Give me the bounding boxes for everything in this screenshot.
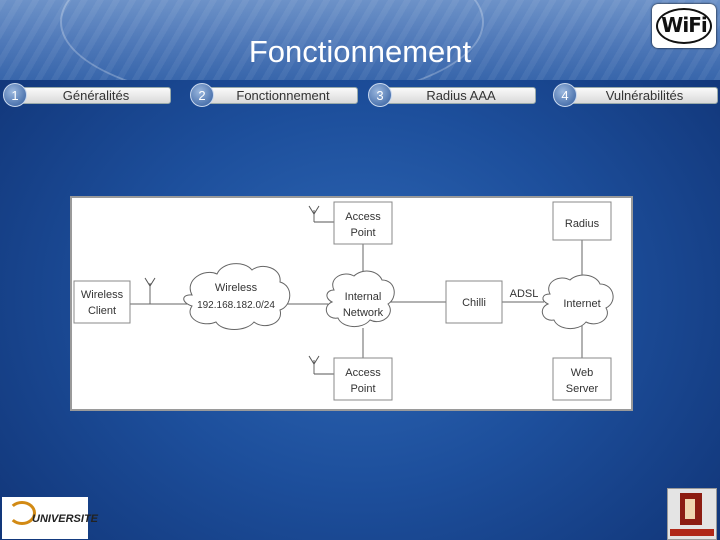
university-logo-text: UNIVERSITE bbox=[32, 513, 99, 525]
access-point-top-label-2: Point bbox=[350, 227, 375, 239]
wifi-logo-icon: WiFi bbox=[652, 4, 716, 48]
chilli-box bbox=[445, 280, 503, 324]
access-point-top-label-1: Access bbox=[345, 211, 381, 223]
antenna-icon bbox=[308, 205, 320, 215]
adsl-label: ADSL bbox=[510, 288, 539, 300]
wireless-client-label-2: Client bbox=[88, 305, 116, 317]
nav-label: Radius AAA bbox=[386, 87, 536, 104]
internal-network-cloud bbox=[325, 270, 395, 327]
nav-number-badge: 4 bbox=[553, 83, 577, 107]
wireless-client-label-1: Wireless bbox=[81, 289, 124, 301]
radius-label: Radius bbox=[565, 218, 600, 230]
access-point-bottom-label-1: Access bbox=[345, 367, 381, 379]
antenna-icon bbox=[144, 277, 156, 287]
nav-number-badge: 3 bbox=[368, 83, 392, 107]
wireless-subnet-label: 192.168.182.0/24 bbox=[197, 300, 275, 311]
web-server-label-2: Server bbox=[566, 383, 599, 395]
nav-number-badge: 2 bbox=[190, 83, 214, 107]
web-server-label-1: Web bbox=[571, 367, 593, 379]
nav-number-badge: 1 bbox=[3, 83, 27, 107]
nav-label: Fonctionnement bbox=[208, 87, 358, 104]
university-logo: UNIVERSITE bbox=[2, 497, 98, 539]
nav-label: Généralités bbox=[21, 87, 171, 104]
internal-network-label-1: Internal bbox=[345, 291, 382, 303]
slide-header bbox=[0, 0, 720, 80]
wireless-client-box bbox=[73, 280, 131, 324]
antenna-icons bbox=[144, 205, 334, 375]
radius-box bbox=[552, 201, 612, 241]
access-point-bottom-box bbox=[333, 357, 393, 401]
antenna-icon bbox=[308, 355, 320, 365]
nav-label: Vulnérabilités bbox=[571, 87, 718, 104]
access-point-top-box bbox=[333, 201, 393, 245]
slide-title: Fonctionnement bbox=[248, 34, 472, 69]
wifi-logo-text: WiFi bbox=[661, 13, 707, 37]
internet-label: Internet bbox=[563, 298, 600, 310]
network-diagram: Wireless Client Wireless 192.168.182.0/2… bbox=[70, 196, 633, 411]
university-logo-icon bbox=[8, 501, 36, 525]
internet-cloud bbox=[541, 274, 614, 329]
web-server-box bbox=[552, 357, 612, 401]
wireless-cloud-label: Wireless bbox=[215, 282, 258, 294]
wireless-cloud bbox=[183, 263, 291, 330]
cru-logo-icon bbox=[667, 488, 717, 540]
internal-network-label-2: Network bbox=[343, 307, 384, 319]
chilli-label: Chilli bbox=[462, 297, 486, 309]
access-point-bottom-label-2: Point bbox=[350, 383, 375, 395]
